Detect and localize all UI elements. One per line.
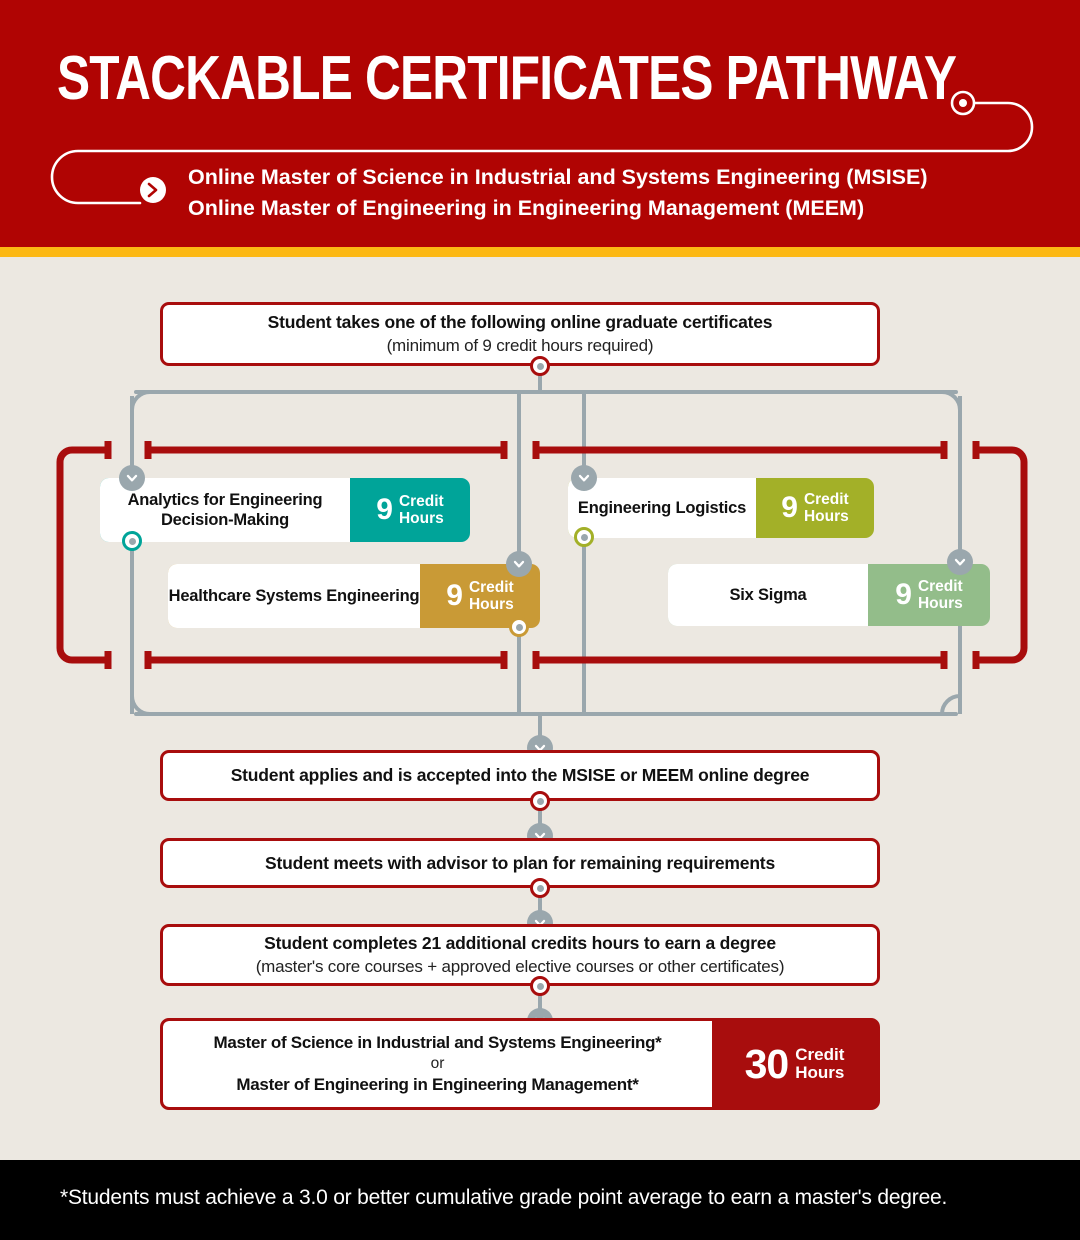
node-dot-apply: [530, 791, 550, 811]
step-credits-line2: (master's core courses + approved electi…: [255, 957, 785, 976]
header-subtitle: Online Master of Science in Industrial a…: [188, 162, 928, 223]
credit-number: 9: [376, 493, 393, 526]
chevron-down-icon-healthcare: [506, 551, 532, 577]
footer-bar: [0, 1160, 1080, 1240]
gold-accent-strip: [0, 247, 1080, 257]
degree-text-group: Master of Science in Industrial and Syst…: [163, 1021, 712, 1107]
chevron-down-icon-logistics: [571, 465, 597, 491]
node-dot-analytics: [122, 531, 142, 551]
step-box-credits: Student completes 21 additional credits …: [160, 924, 880, 986]
page-title: STACKABLE CERTIFICATES PATHWAY: [57, 44, 957, 113]
step-box-start: Student takes one of the following onlin…: [160, 302, 880, 366]
header-connector-graphic: [50, 90, 1034, 205]
step-apply-line1: Student applies and is accepted into the…: [230, 765, 810, 785]
certificate-name: Six Sigma: [668, 564, 868, 626]
node-dot-logistics: [574, 527, 594, 547]
certificate-name: Engineering Logistics: [568, 478, 756, 538]
degree-option-1: Master of Science in Industrial and Syst…: [213, 1033, 662, 1052]
credit-number: 9: [446, 579, 463, 612]
chevron-down-icon-analytics: [119, 465, 145, 491]
step-box-degree: Master of Science in Industrial and Syst…: [160, 1018, 880, 1110]
chevron-down-icon-six-sigma: [947, 549, 973, 575]
degree-or-separator: or: [430, 1055, 445, 1072]
header-banner: STACKABLE CERTIFICATES PATHWAY Online Ma…: [0, 0, 1080, 247]
step-advisor-line1: Student meets with advisor to plan for r…: [265, 852, 775, 873]
degree-option-2: Master of Engineering in Engineering Man…: [236, 1075, 639, 1094]
credit-number: 9: [895, 578, 912, 611]
credit-number: 30: [744, 1040, 790, 1087]
step-credits-line1: Student completes 21 additional credits …: [264, 933, 776, 953]
certificate-card-analytics[interactable]: Analytics for Engineering Decision-Makin…: [100, 478, 470, 542]
step-start-line2: (minimum of 9 credit hours required): [386, 336, 654, 355]
step-start-line1: Student takes one of the following onlin…: [267, 312, 773, 332]
certificate-name: Healthcare Systems Engineering: [168, 564, 420, 628]
node-dot-advisor: [530, 878, 550, 898]
node-dot-start: [530, 356, 550, 376]
step-box-apply: Student applies and is accepted into the…: [160, 750, 880, 801]
certificate-name: Analytics for Engineering Decision-Makin…: [100, 478, 350, 542]
footer-note: *Students must achieve a 3.0 or better c…: [60, 1186, 948, 1209]
step-box-advisor: Student meets with advisor to plan for r…: [160, 838, 880, 888]
node-dot-credits: [530, 976, 550, 996]
credit-number: 9: [781, 491, 798, 524]
subtitle-line-2: Online Master of Engineering in Engineer…: [188, 195, 865, 220]
node-dot-healthcare: [509, 617, 529, 637]
subtitle-line-1: Online Master of Science in Industrial a…: [188, 165, 928, 189]
